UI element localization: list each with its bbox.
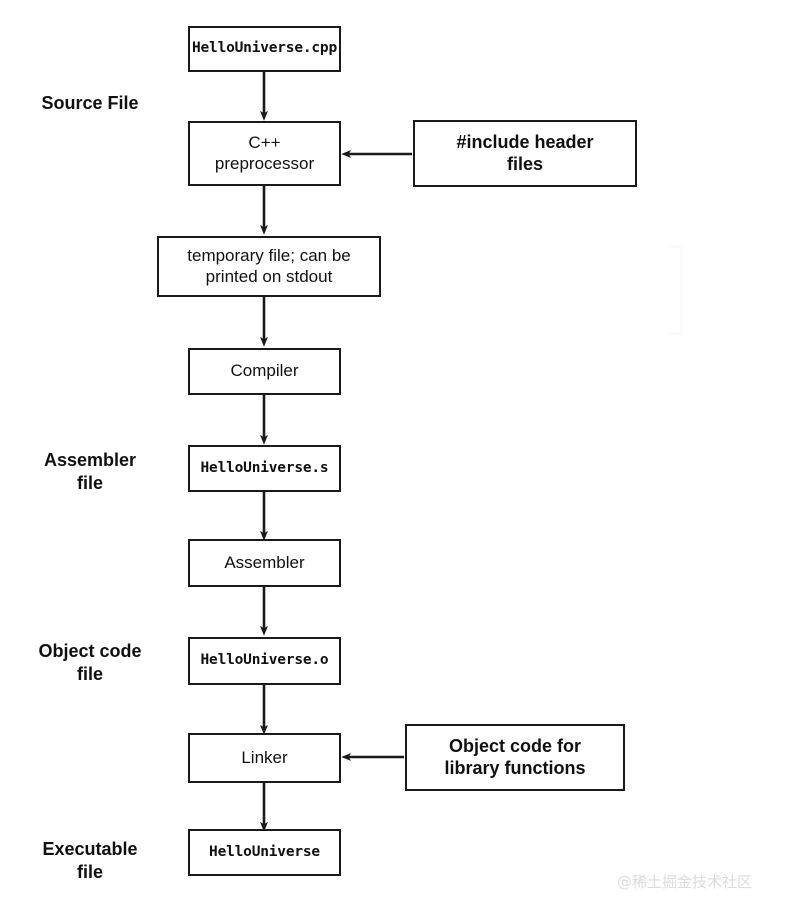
- node-assembler[interactable]: Assembler: [188, 539, 341, 587]
- stage-label-assembler-file: Assembler file: [43, 450, 137, 493]
- stage-label-object-code-file: Object code file: [38, 641, 142, 684]
- watermark-label: @稀土掘金技术社区: [617, 873, 753, 891]
- node-temporary-file[interactable]: temporary file; can be printed on stdout: [157, 236, 381, 297]
- stage-label-executable-file: Executable file: [42, 839, 138, 882]
- node-hellouniverse-o[interactable]: HelloUniverse.o: [188, 637, 341, 685]
- stage-label-source-file: Source File: [41, 93, 139, 113]
- node-linker[interactable]: Linker: [188, 733, 341, 783]
- node-compiler[interactable]: Compiler: [188, 348, 341, 395]
- node-hellouniverse-cpp[interactable]: HelloUniverse.cpp: [188, 26, 341, 72]
- node-object-code-library[interactable]: Object code for library functions: [405, 724, 625, 791]
- node-include-header-files[interactable]: #include header files: [413, 120, 637, 187]
- node-hellouniverse[interactable]: HelloUniverse: [188, 829, 341, 876]
- node-cpp-preprocessor[interactable]: C++ preprocessor: [188, 121, 341, 186]
- node-hellouniverse-s[interactable]: HelloUniverse.s: [188, 445, 341, 492]
- background-bracket-artifact: [669, 245, 683, 335]
